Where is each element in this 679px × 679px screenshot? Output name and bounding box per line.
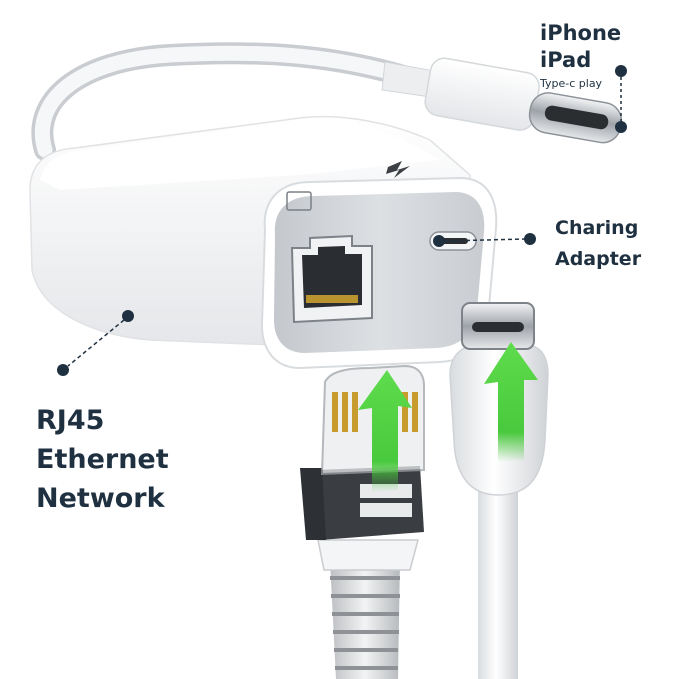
ethernet-cable	[317, 539, 419, 679]
device-outline-icon	[286, 191, 312, 211]
charge-label-line2: Adapter	[555, 248, 642, 270]
network-label-line3: Network	[36, 483, 165, 514]
up-arrow-icon	[484, 342, 538, 462]
device-label: iPhone iPad Type-c play	[540, 20, 621, 91]
rj45-port-icon	[290, 234, 373, 324]
charge-label-line1: Charing	[555, 217, 639, 239]
up-arrow-icon	[358, 370, 412, 492]
network-label-line2: Ethernet	[36, 444, 169, 475]
top-usb-c-connector	[424, 57, 623, 144]
network-label: RJ45 Ethernet Network	[36, 401, 169, 518]
callout-rj45	[57, 310, 134, 376]
callout-iphone	[615, 65, 627, 133]
charge-label: Charing Adapter	[555, 213, 641, 275]
lightning-bolt-icon	[386, 161, 410, 178]
network-label-line1: RJ45	[36, 405, 105, 436]
callout-charging	[433, 233, 536, 247]
device-label-sub: Type-c play	[540, 77, 603, 90]
rj45-plug	[300, 364, 425, 540]
device-label-line2: iPad	[540, 48, 592, 72]
device-label-line1: iPhone	[540, 21, 622, 45]
